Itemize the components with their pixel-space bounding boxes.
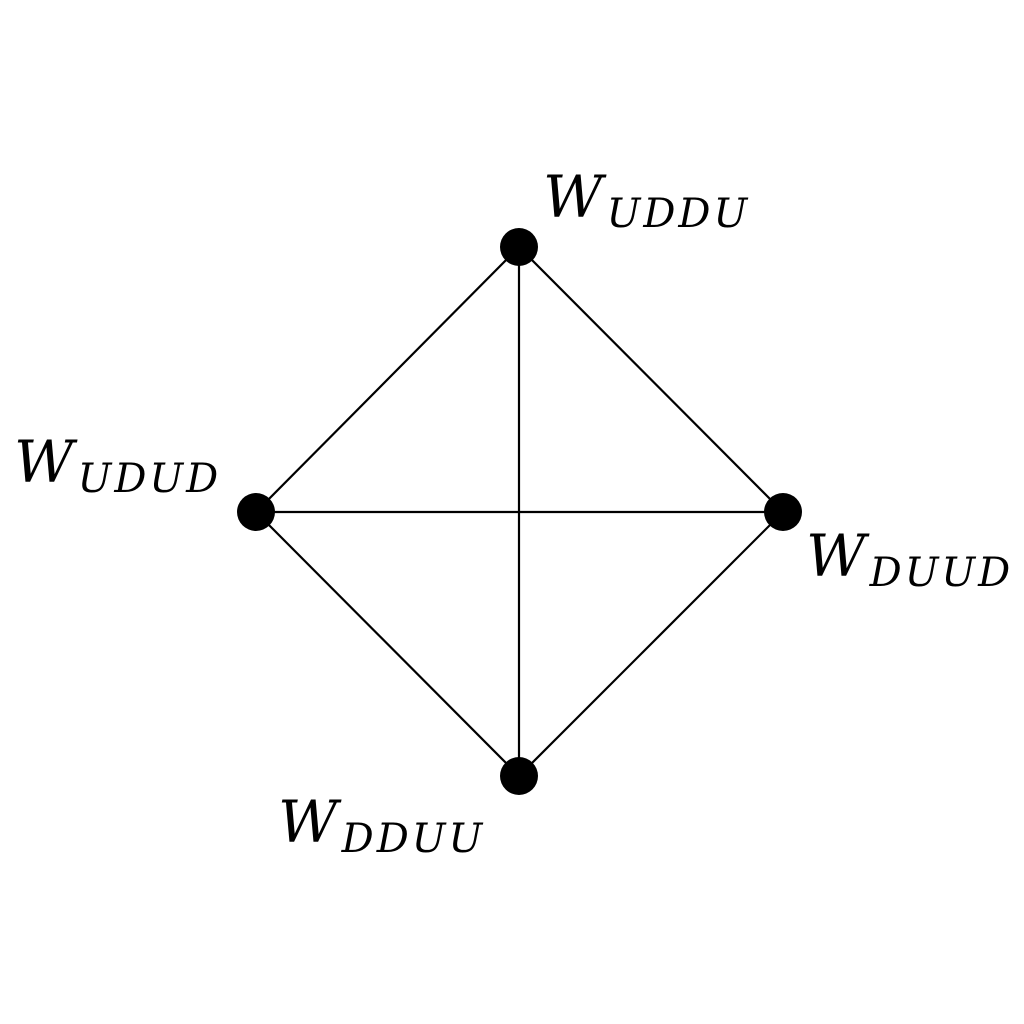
edge-right-bottom: [518, 511, 784, 777]
edge-top-left: [255, 246, 520, 513]
edge-top-right: [518, 246, 784, 513]
vertex-top: [500, 228, 538, 266]
vertex-right: [764, 493, 802, 531]
edge-left-bottom: [255, 511, 520, 777]
nodes: [237, 228, 802, 795]
vertex-bottom: [500, 757, 538, 795]
vertex-left: [237, 493, 275, 531]
edges: [255, 246, 784, 777]
